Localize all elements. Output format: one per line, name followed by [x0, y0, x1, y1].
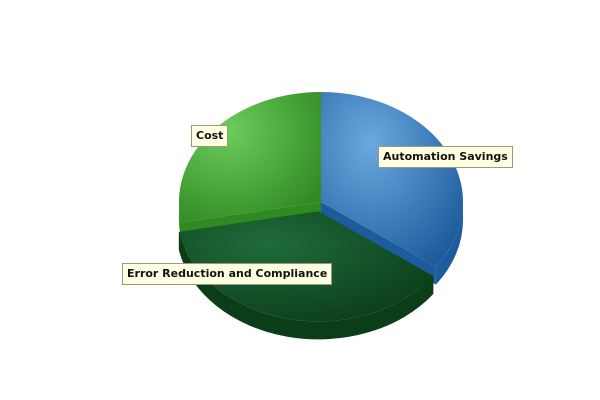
pie-slice-top-automation-savings — [321, 92, 463, 267]
pie-slice-rim-automation-savings — [435, 202, 463, 285]
pie-slice-rim-error-reduction-and-compliance — [178, 231, 434, 340]
slice-label-automation-savings: Automation Savings — [378, 146, 513, 168]
pie-slice-rim-cost — [179, 202, 182, 241]
slice-label-cost: Cost — [191, 125, 229, 147]
pie-slice-top-cost — [179, 92, 321, 223]
slice-label-error-reduction-and-compliance: Error Reduction and Compliance — [122, 263, 333, 285]
